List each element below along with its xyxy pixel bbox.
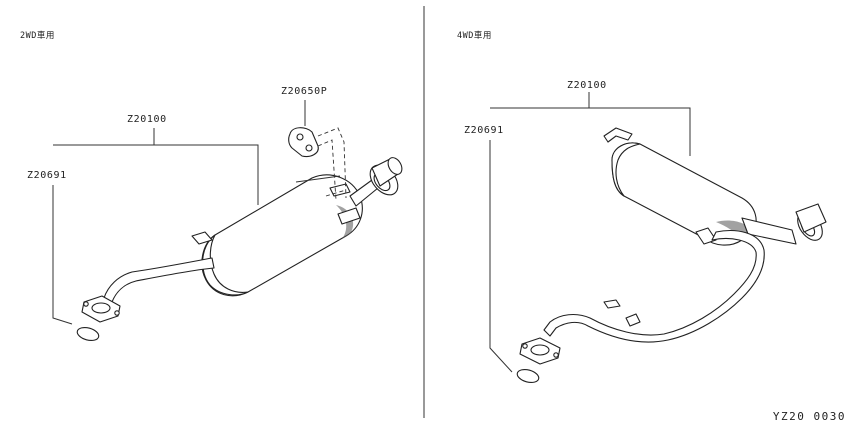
callout-z20691-4wd: Z20691 <box>464 125 504 136</box>
callout-z20650p-2wd: Z20650P <box>281 86 327 97</box>
gasket-2wd <box>76 326 100 342</box>
left-panel-2wd: 2WD車用 <box>20 30 403 342</box>
mounting-rubber-2wd <box>288 127 347 201</box>
callout-z20691-2wd: Z20691 <box>27 170 67 181</box>
callout-z20100-2wd: Z20100 <box>127 114 167 125</box>
muffler-4wd <box>519 127 827 365</box>
muffler-2wd <box>81 157 403 323</box>
callout-z20100-4wd: Z20100 <box>567 80 607 91</box>
figure-code: YZ20 0030 <box>773 410 846 423</box>
right-panel-4wd: 4WD車用 <box>457 30 827 384</box>
gasket-4wd <box>516 368 540 384</box>
section-label-2wd: 2WD車用 <box>20 30 55 41</box>
section-label-4wd: 4WD車用 <box>457 30 492 41</box>
